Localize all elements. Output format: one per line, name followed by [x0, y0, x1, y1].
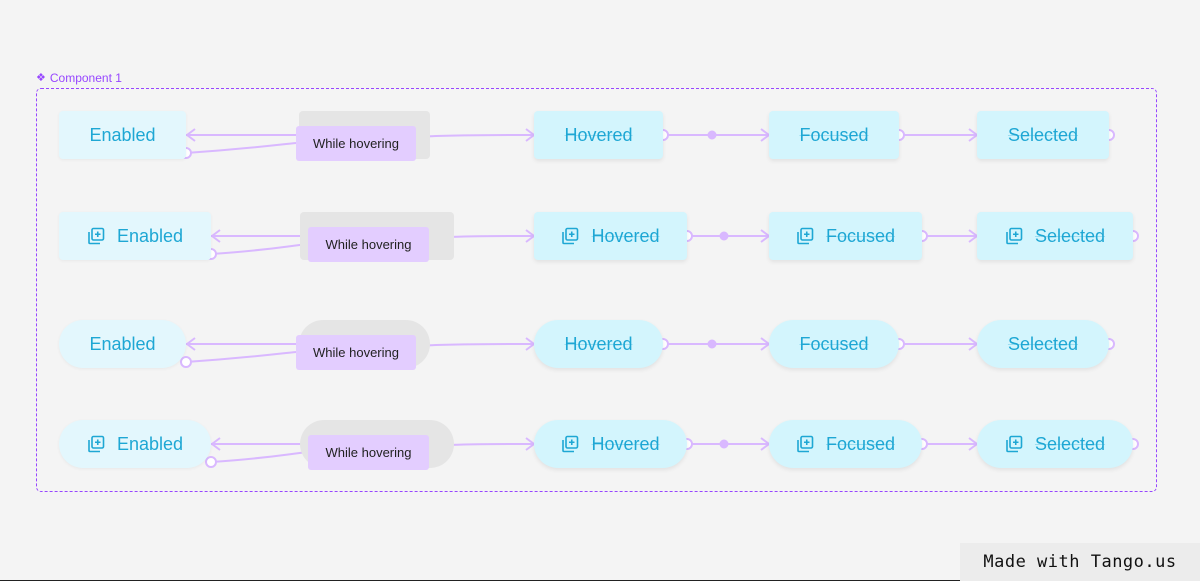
- trigger-while-hovering[interactable]: While hovering: [296, 126, 416, 161]
- state-label: Focused: [825, 433, 896, 454]
- variant-focused[interactable]: Focused: [769, 320, 899, 368]
- library-add-icon: [1005, 435, 1023, 453]
- variant-selected[interactable]: Selected: [977, 320, 1109, 368]
- variant-selected[interactable]: Selected: [977, 420, 1133, 468]
- state-label: Selected: [1007, 333, 1079, 354]
- library-add-icon: [87, 227, 105, 245]
- state-label: Enabled: [116, 433, 184, 454]
- variant-hovered[interactable]: Hovered: [534, 420, 687, 468]
- library-add-icon: [796, 435, 814, 453]
- variant-hovered[interactable]: Hovered: [534, 111, 663, 159]
- component-icon: ❖: [36, 71, 46, 84]
- state-label: Focused: [799, 124, 869, 145]
- tango-watermark: Made with Tango.us: [960, 543, 1200, 581]
- state-label: Selected: [1007, 124, 1079, 145]
- variant-focused[interactable]: Focused: [769, 111, 899, 159]
- variant-enabled[interactable]: Enabled: [59, 212, 211, 260]
- state-label: Enabled: [89, 333, 156, 354]
- library-add-icon: [796, 227, 814, 245]
- state-label: Enabled: [116, 225, 184, 246]
- variant-hovered[interactable]: Hovered: [534, 212, 687, 260]
- state-label: Hovered: [564, 124, 633, 145]
- component-label[interactable]: ❖ Component 1: [36, 71, 122, 85]
- variant-selected[interactable]: Selected: [977, 111, 1109, 159]
- variant-enabled[interactable]: Enabled: [59, 420, 211, 468]
- library-add-icon: [561, 227, 579, 245]
- trigger-while-hovering[interactable]: While hovering: [308, 435, 429, 470]
- variant-focused[interactable]: Focused: [769, 212, 922, 260]
- library-add-icon: [87, 435, 105, 453]
- variant-hovered[interactable]: Hovered: [534, 320, 663, 368]
- state-label: Selected: [1034, 225, 1106, 246]
- variant-enabled[interactable]: Enabled: [59, 111, 186, 159]
- state-label: Hovered: [591, 225, 660, 246]
- state-label: Focused: [825, 225, 896, 246]
- variant-enabled[interactable]: Enabled: [59, 320, 186, 368]
- state-label: Hovered: [591, 433, 660, 454]
- state-label: Enabled: [89, 124, 156, 145]
- state-label: Hovered: [564, 333, 633, 354]
- state-label: Focused: [799, 333, 869, 354]
- library-add-icon: [1005, 227, 1023, 245]
- trigger-while-hovering[interactable]: While hovering: [296, 335, 416, 370]
- component-name: Component 1: [49, 71, 122, 85]
- component-frame[interactable]: [36, 88, 1157, 492]
- state-label: Selected: [1034, 433, 1106, 454]
- variant-selected[interactable]: Selected: [977, 212, 1133, 260]
- trigger-while-hovering[interactable]: While hovering: [308, 227, 429, 262]
- library-add-icon: [561, 435, 579, 453]
- variant-focused[interactable]: Focused: [769, 420, 922, 468]
